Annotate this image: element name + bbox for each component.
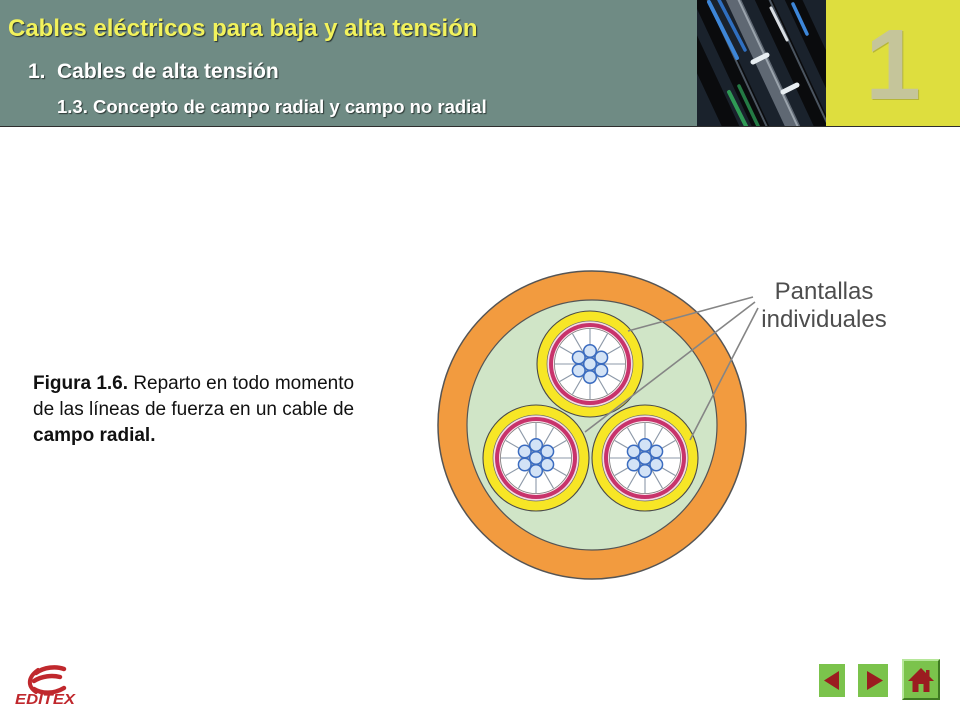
home-roof xyxy=(908,668,934,681)
conductors xyxy=(482,310,699,512)
photo-wire-blue xyxy=(717,0,747,52)
photo-cable xyxy=(784,0,826,89)
unit-number: 1 xyxy=(865,9,921,121)
leader-line-bottom-left xyxy=(584,301,756,433)
photo-band-white xyxy=(750,52,770,65)
photo-wire-blue xyxy=(707,0,739,60)
conductor-strand xyxy=(528,450,544,466)
photo-cable-highlight xyxy=(737,0,799,126)
conductor-strand xyxy=(540,444,555,459)
conductor-strand xyxy=(540,457,555,472)
caption-text: Reparto en todo momento xyxy=(133,373,355,394)
conductor-strand xyxy=(594,350,609,365)
arrow-left-shape xyxy=(824,671,839,690)
home-door xyxy=(918,684,924,692)
conductor-bottom-right xyxy=(591,404,699,512)
section-title: Cables de alta tensión xyxy=(57,60,279,83)
slide-header: Cables eléctricos para baja y alta tensi… xyxy=(0,0,960,127)
arrow-right-icon xyxy=(867,671,883,690)
conductor-strand xyxy=(571,363,586,378)
cables-photo xyxy=(697,0,826,126)
photo-cable xyxy=(697,0,770,126)
figure-caption: Figura 1.6. Reparto en todo momento de l… xyxy=(33,371,413,449)
caption-line-1: Figura 1.6. Reparto en todo momento xyxy=(33,371,413,397)
page-title: Cables eléctricos para baja y alta tensi… xyxy=(8,15,478,42)
caption-line-3: campo radial. xyxy=(33,425,156,446)
conductor-strand xyxy=(626,444,641,459)
editex-logo-mark xyxy=(27,665,67,695)
leader-lines xyxy=(584,296,759,441)
conductor-strand xyxy=(517,457,532,472)
logo-stroke xyxy=(31,673,63,684)
header-band xyxy=(0,0,697,126)
conductor-strand xyxy=(517,444,532,459)
photo-wire-green xyxy=(727,90,749,126)
annotation-line-1: Pantallas xyxy=(774,278,874,305)
caption-label: Figura 1.6. xyxy=(33,373,129,394)
arrow-left-icon xyxy=(824,671,839,690)
conductor-strand xyxy=(528,437,544,453)
previous-slide-button[interactable] xyxy=(819,664,845,697)
conductor-strand xyxy=(637,450,653,466)
conductor-strand xyxy=(649,457,664,472)
photo-cable xyxy=(725,0,801,126)
radial-field-cable-diagram xyxy=(437,270,759,580)
conductor-strand xyxy=(571,350,586,365)
conductor-strand xyxy=(637,463,653,479)
home-chimney xyxy=(926,670,930,677)
conductor-strand xyxy=(582,343,598,359)
editex-logo-text: EDITEX xyxy=(15,691,76,708)
photo-band-white xyxy=(780,82,800,95)
annotation-line-2: individuales xyxy=(761,306,887,333)
conductor-strand xyxy=(582,356,598,372)
photo-cable xyxy=(754,0,826,126)
conductor-strand xyxy=(649,444,664,459)
leader-line-bottom-right xyxy=(689,307,759,441)
subsection-title: 1.3. Concepto de campo radial y campo no… xyxy=(57,96,487,117)
next-slide-button[interactable] xyxy=(858,664,888,697)
photo-wire-green xyxy=(737,84,760,126)
conductor-strand xyxy=(528,463,544,479)
home-button[interactable] xyxy=(902,659,940,700)
editex-logo: EDITEX xyxy=(15,665,76,708)
photo-cable-highlight xyxy=(768,0,826,124)
photo-cables xyxy=(697,0,826,126)
photo-wire-blue xyxy=(791,2,809,36)
section-number: 1. xyxy=(28,60,46,83)
unit-number-box: 1 xyxy=(826,0,960,126)
arrow-right-shape xyxy=(867,671,883,690)
leader-line-top xyxy=(627,296,754,332)
screens-annotation: Pantallas individuales xyxy=(758,278,890,334)
conductor-strand xyxy=(637,437,653,453)
caption-line-2: de las líneas de fuerza en un cable de xyxy=(33,399,355,420)
photo-wire-white xyxy=(769,6,789,42)
conductor-top xyxy=(536,310,644,418)
logo-stroke xyxy=(27,668,40,694)
logo-stroke xyxy=(33,665,67,676)
home-icon xyxy=(908,668,934,692)
conductor-strand xyxy=(582,369,598,385)
conductor-bottom-left xyxy=(482,404,590,512)
photo-cable xyxy=(697,35,740,126)
conductor-strand xyxy=(626,457,641,472)
conductor-strand xyxy=(594,363,609,378)
